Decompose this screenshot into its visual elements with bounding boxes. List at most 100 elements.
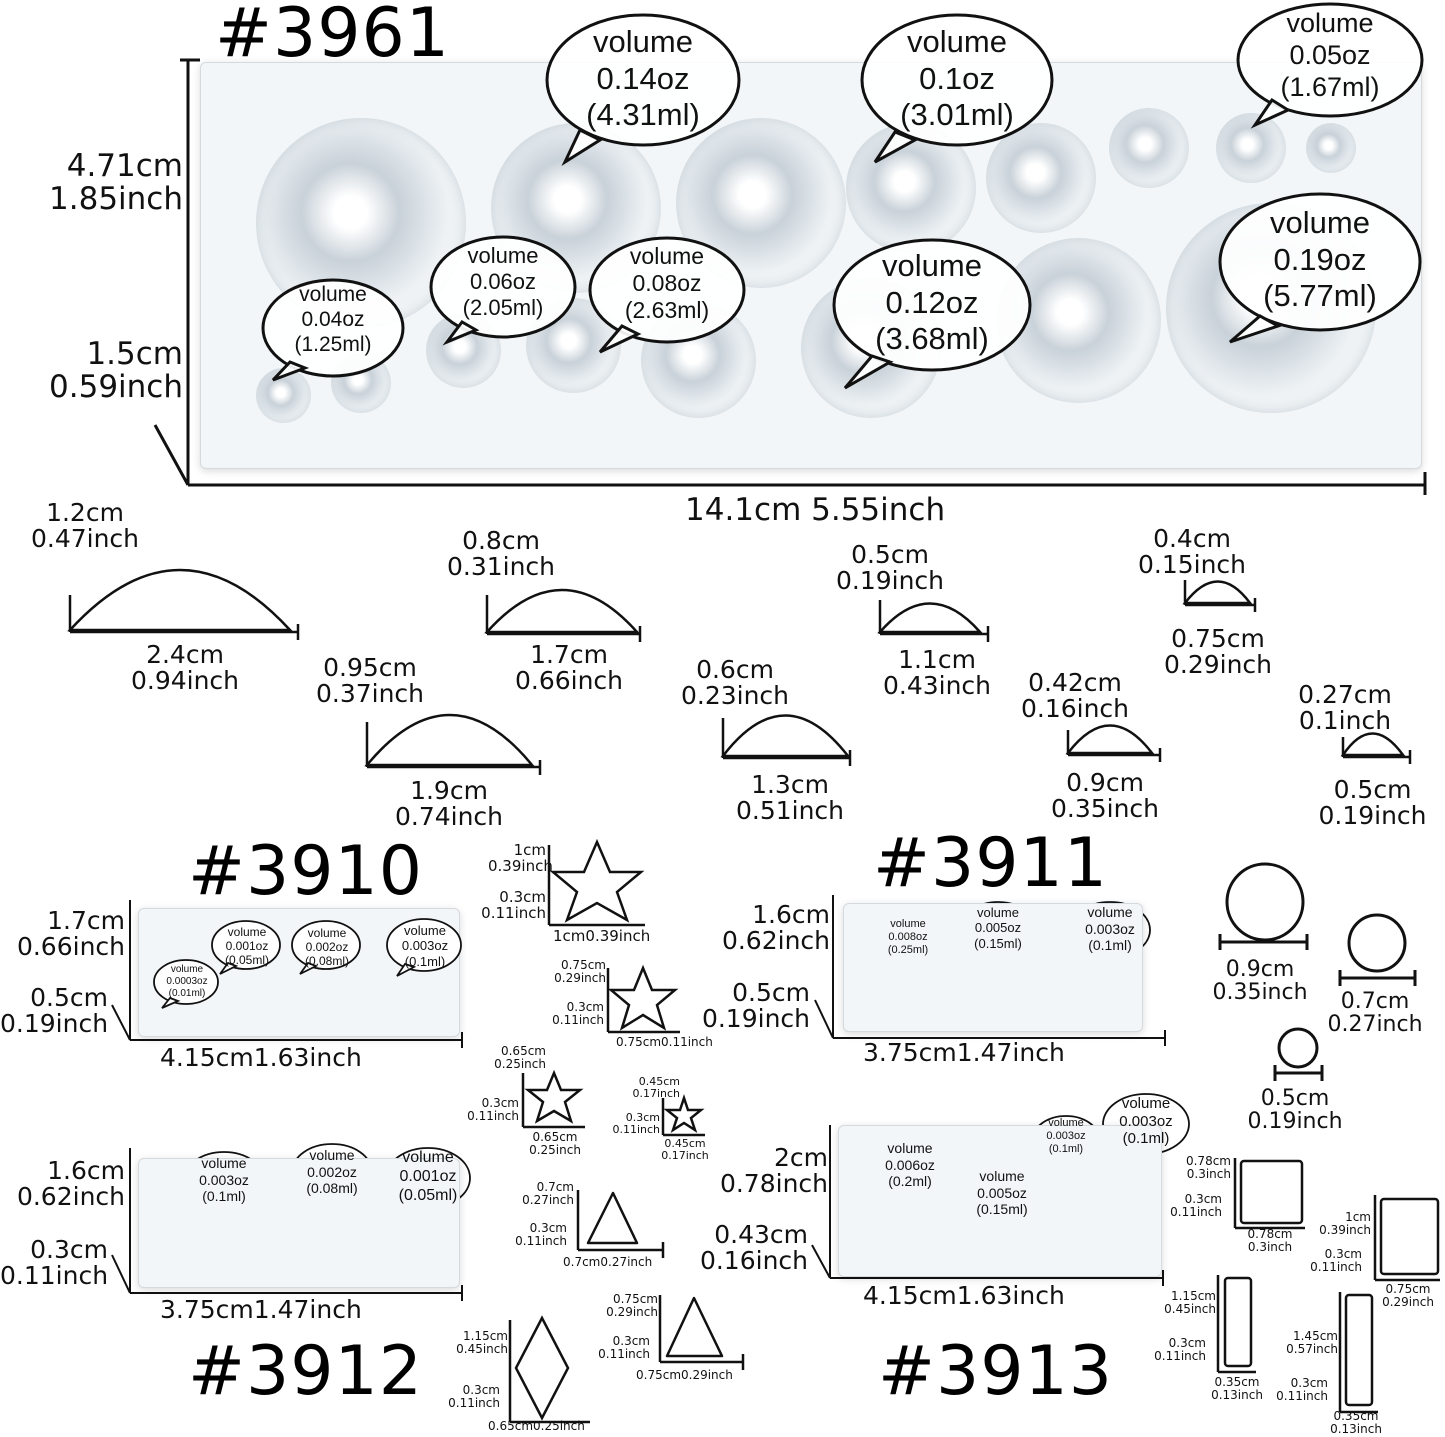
star-width-label: 1cm0.39inch [553,927,651,945]
mold-code-3910: #3910 [188,832,424,911]
shape-width-label: 0.65cm0.25inch [488,1419,585,1433]
depth-label-3961: 1.5cm 0.59inch [40,338,183,403]
dome-cavity [1306,123,1356,173]
depth-cm: 1.5cm [86,336,183,372]
mold-3912-photo [138,1158,460,1288]
mold-code-3961: #3961 [215,0,451,73]
width-label-3910: 4.15cm1.63inch [160,1043,362,1072]
dome-cavity [986,123,1096,233]
mold-code-3913: #3913 [878,1332,1114,1411]
star-width-label: 0.75cm0.11inch [616,1035,713,1049]
mold-code-3911: #3911 [873,824,1109,903]
mold-3911-photo [843,903,1143,1032]
mold-code-3912: #3912 [188,1332,424,1411]
shape-width-label: 0.75cm0.29inch [636,1368,733,1382]
width-label-3912: 3.75cm1.47inch [160,1295,362,1324]
height-cm: 4.71cm [66,148,183,184]
width-label-3911: 3.75cm1.47inch [863,1038,1065,1067]
height-inch: 1.85inch [49,180,183,217]
mold-3913-photo [838,1125,1162,1277]
width-label-3913: 4.15cm1.63inch [863,1281,1065,1310]
depth-inch: 0.59inch [49,368,183,405]
